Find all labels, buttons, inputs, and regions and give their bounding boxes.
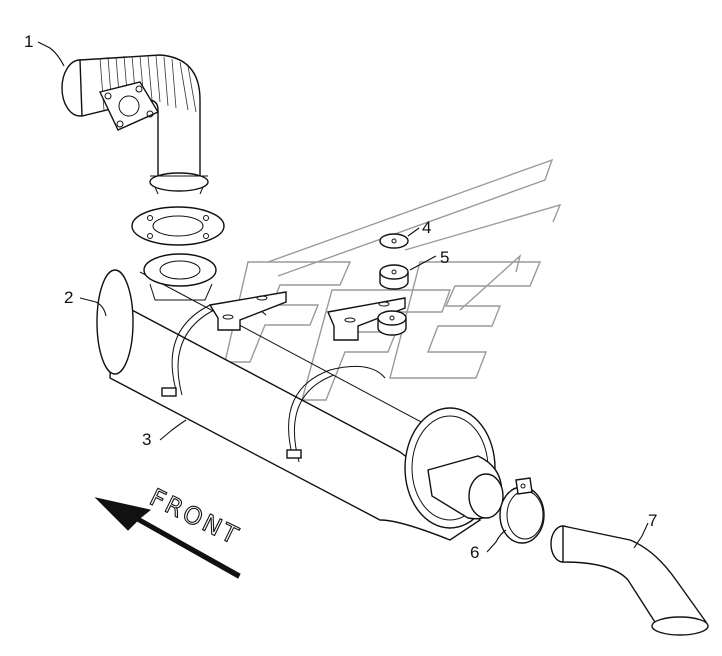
elbow-pipe-assembly (61, 54, 209, 195)
pipe-clamp (499, 477, 545, 544)
gasket (131, 206, 225, 246)
callout-label-4: 4 (422, 218, 431, 237)
callout-label-7: 7 (648, 511, 657, 530)
washer-and-rubber-mounts (377, 233, 409, 336)
callout-label-6: 6 (470, 543, 479, 562)
tail-pipe (550, 525, 709, 636)
callout-label-2: 2 (64, 288, 73, 307)
callout-label-1: 1 (24, 32, 33, 51)
mounting-straps (161, 291, 406, 463)
callout-label-3: 3 (142, 430, 151, 449)
callout-label-5: 5 (440, 248, 449, 267)
callout-leaders (37, 41, 649, 553)
front-arrow-icon (94, 497, 241, 579)
watermark-logo (224, 158, 562, 401)
front-direction-indicator: FRONT (94, 483, 245, 579)
front-label: FRONT (145, 483, 244, 551)
